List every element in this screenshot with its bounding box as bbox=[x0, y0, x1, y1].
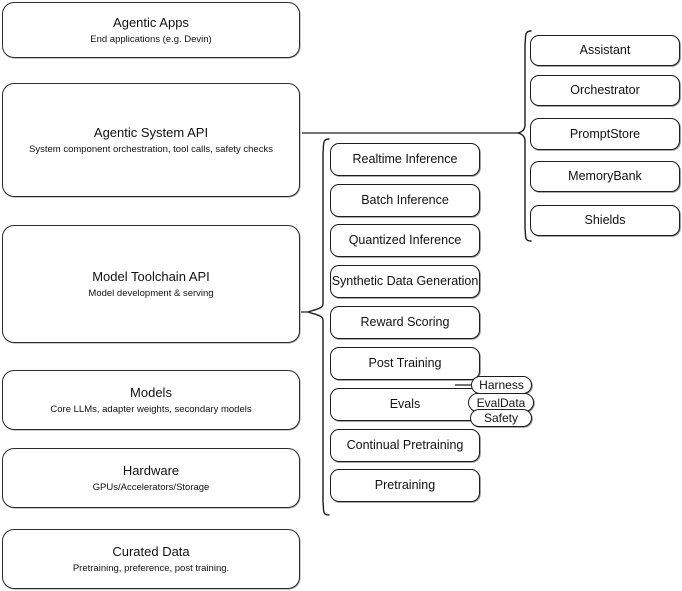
system-item-assistant[interactable]: Assistant bbox=[530, 35, 680, 66]
layer-hardware[interactable]: Hardware GPUs/Accelerators/Storage bbox=[2, 448, 300, 508]
layer-title: Curated Data bbox=[112, 543, 190, 559]
layer-title: Model Toolchain API bbox=[92, 268, 210, 284]
layer-model-toolchain-api[interactable]: Model Toolchain API Model development & … bbox=[2, 225, 300, 343]
layer-subtitle: Model development & serving bbox=[88, 287, 214, 299]
layer-subtitle: Core LLMs, adapter weights, secondary mo… bbox=[50, 403, 252, 415]
layer-title: Agentic Apps bbox=[113, 14, 189, 30]
layer-subtitle: Pretraining, preference, post training. bbox=[72, 562, 230, 574]
layer-title: Hardware bbox=[122, 462, 180, 478]
toolchain-item-realtime-inference[interactable]: Realtime Inference bbox=[330, 143, 480, 176]
toolchain-item-post-training[interactable]: Post Training bbox=[330, 347, 480, 380]
evals-badge-evaldata[interactable]: EvalData bbox=[468, 393, 534, 412]
layer-agentic-apps[interactable]: Agentic Apps End applications (e.g. Devi… bbox=[2, 2, 300, 58]
brace-toolchain-items bbox=[307, 138, 330, 516]
toolchain-item-synthetic-data-generation[interactable]: Synthetic Data Generation bbox=[330, 265, 480, 298]
layer-subtitle: GPUs/Accelerators/Storage bbox=[92, 481, 210, 493]
system-item-shields[interactable]: Shields bbox=[530, 205, 680, 236]
system-item-promptstore[interactable]: PromptStore bbox=[530, 118, 680, 150]
toolchain-item-batch-inference[interactable]: Batch Inference bbox=[330, 184, 480, 217]
toolchain-item-evals[interactable]: Evals bbox=[330, 388, 480, 421]
evals-badge-harness[interactable]: Harness bbox=[471, 376, 532, 394]
layer-title: Models bbox=[130, 384, 172, 400]
layer-subtitle: End applications (e.g. Devin) bbox=[90, 33, 212, 45]
toolchain-item-quantized-inference[interactable]: Quantized Inference bbox=[330, 224, 480, 257]
evals-badge-safety[interactable]: Safety bbox=[470, 409, 532, 427]
system-item-memorybank[interactable]: MemoryBank bbox=[530, 161, 680, 192]
toolchain-item-pretraining[interactable]: Pretraining bbox=[330, 469, 480, 502]
toolchain-item-reward-scoring[interactable]: Reward Scoring bbox=[330, 306, 480, 339]
layer-agentic-system-api[interactable]: Agentic System API System component orch… bbox=[2, 83, 300, 197]
layer-models[interactable]: Models Core LLMs, adapter weights, secon… bbox=[2, 370, 300, 430]
layer-title: Agentic System API bbox=[93, 124, 209, 140]
system-item-orchestrator[interactable]: Orchestrator bbox=[530, 75, 680, 106]
layer-curated-data[interactable]: Curated Data Pretraining, preference, po… bbox=[2, 529, 300, 589]
layer-subtitle: System component orchestration, tool cal… bbox=[29, 143, 273, 155]
toolchain-item-continual-pretraining[interactable]: Continual Pretraining bbox=[330, 429, 480, 462]
